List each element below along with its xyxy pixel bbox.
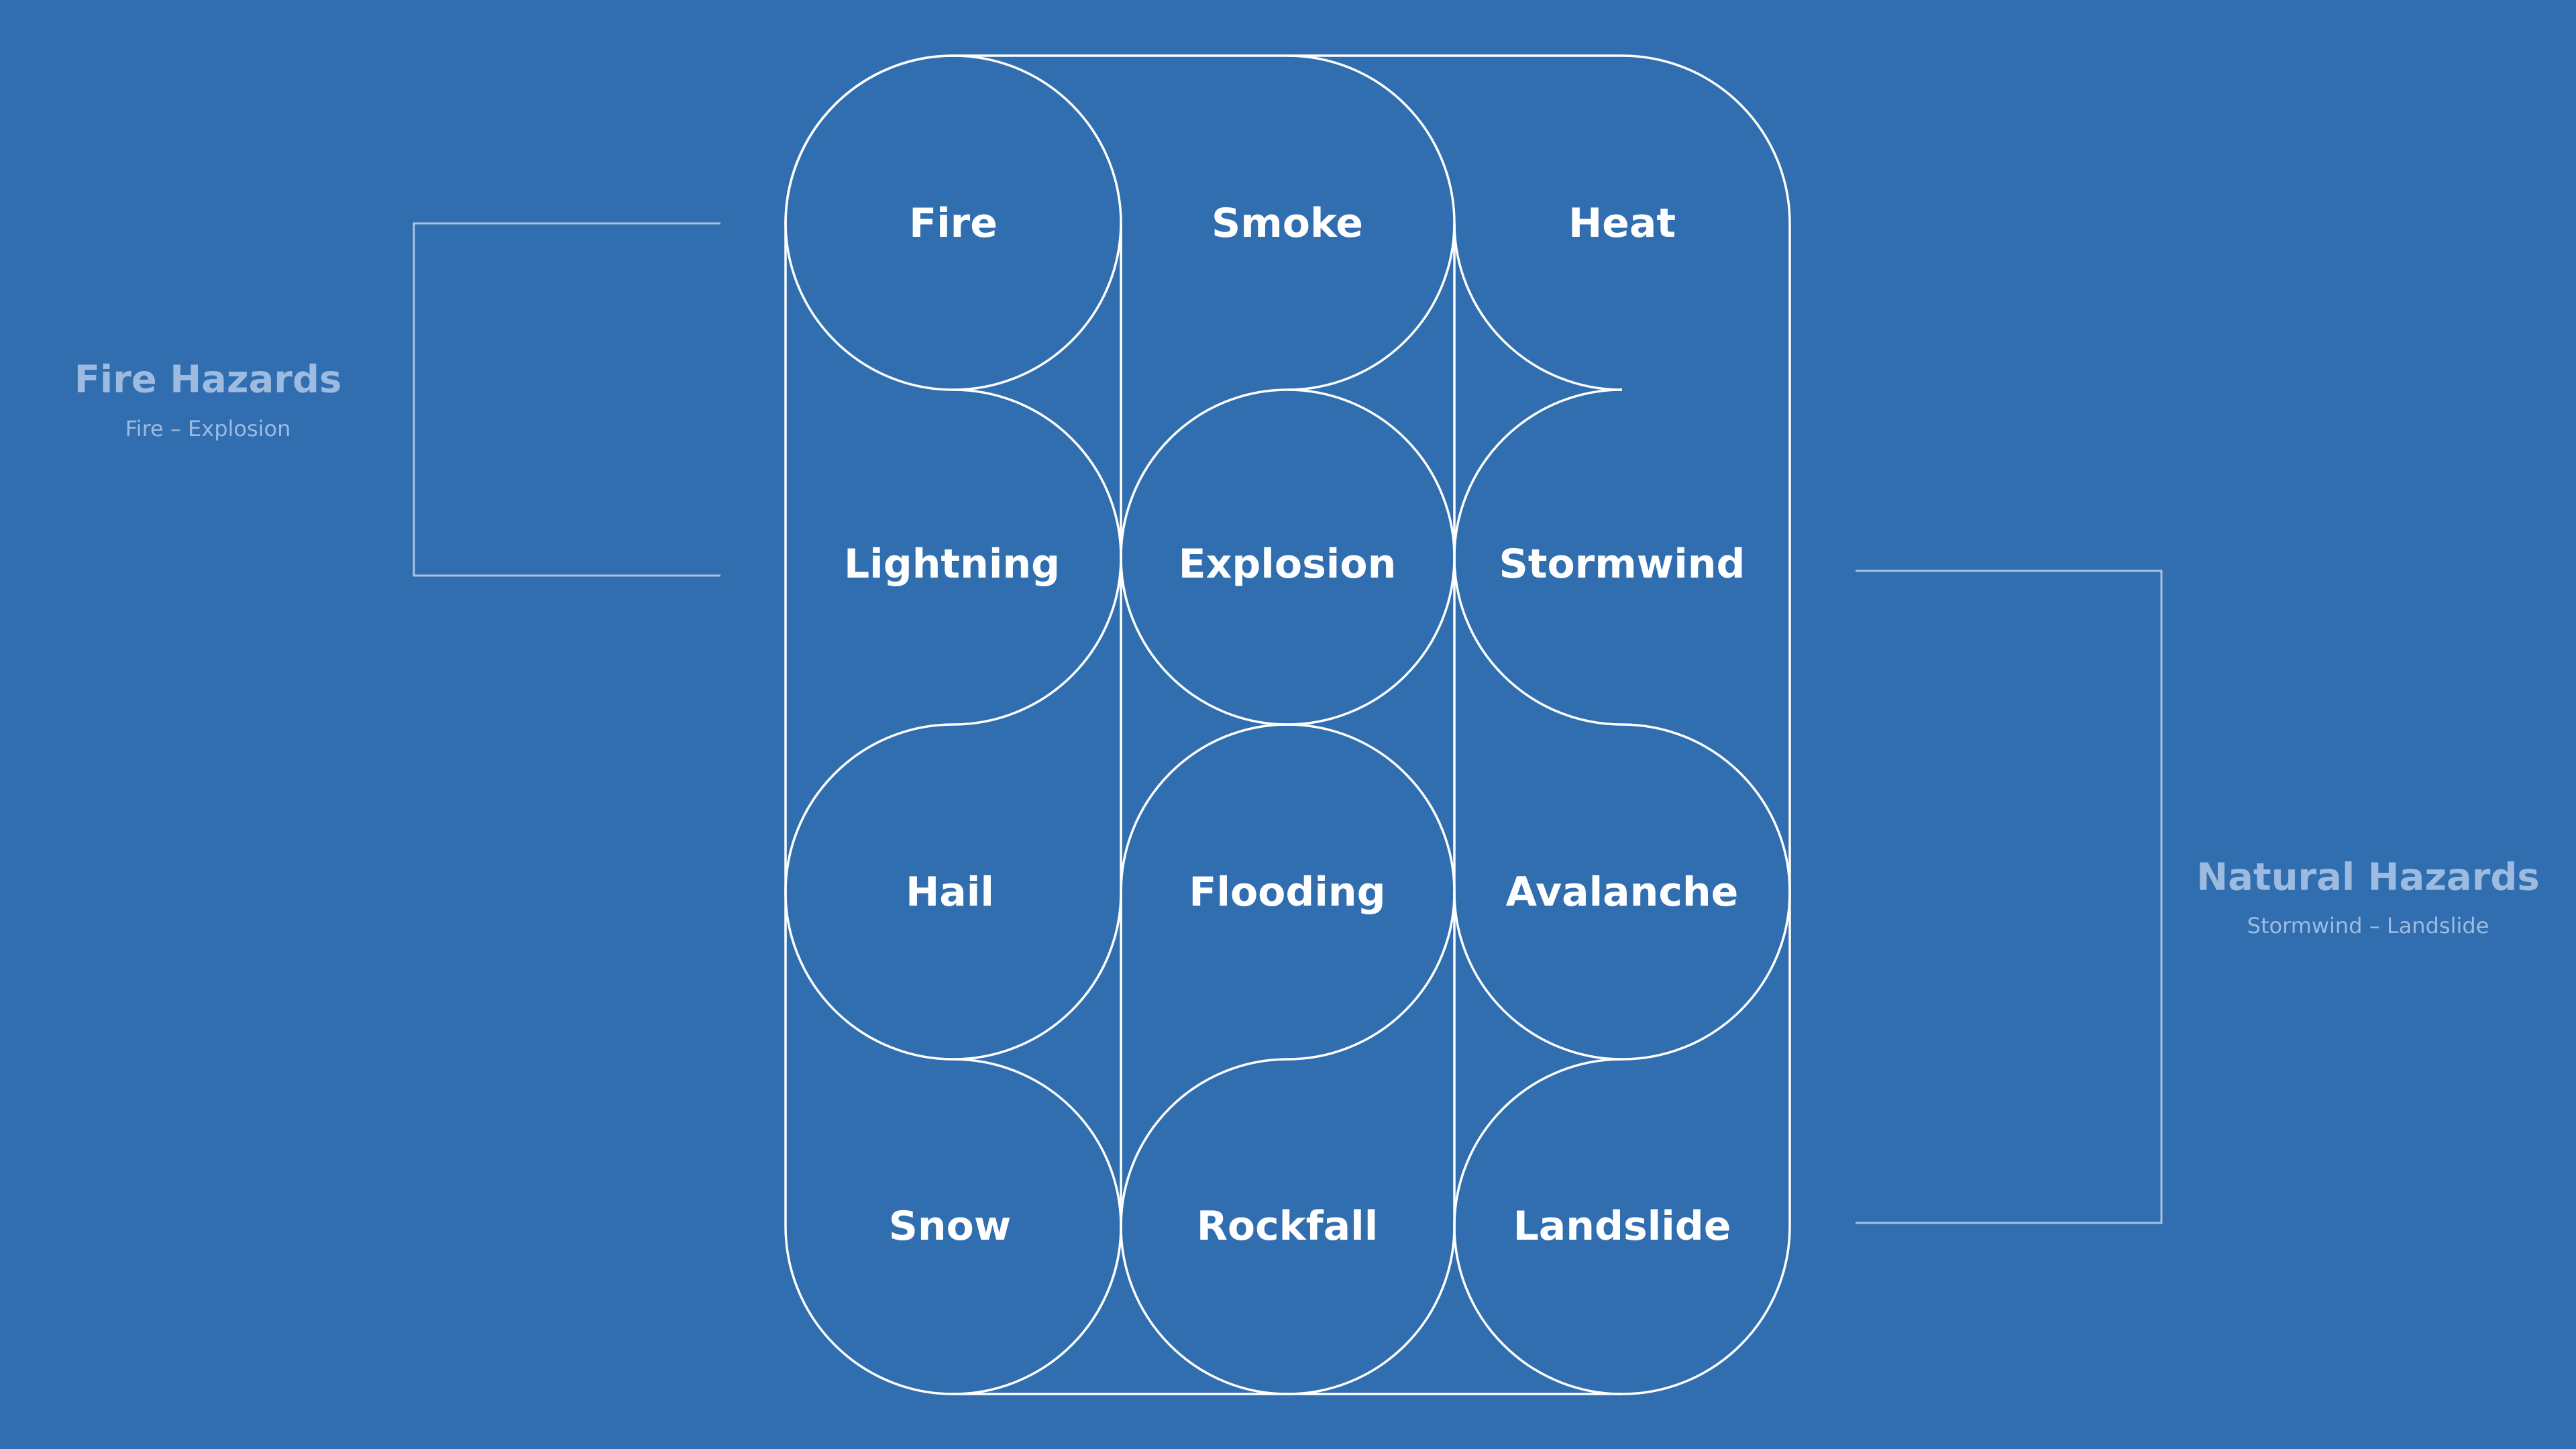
cell-label-heat: Heat [1568,200,1676,247]
cell-shape-heat [1453,223,1623,391]
natural-hazards-range: Stormwind – Landslide [2247,913,2489,938]
cell-label-flooding: Flooding [1189,869,1385,916]
cell-shape-rockfall [1120,1058,1456,1395]
cell-label-stormwind: Stormwind [1499,541,1746,588]
natural-hazards-title: Natural Hazards [2196,856,2539,900]
cell-label-landslide: Landslide [1513,1203,1731,1250]
cell-label-hail: Hail [906,869,994,916]
cell-label-explosion: Explosion [1179,541,1397,588]
cell-label-fire: Fire [909,200,998,247]
cell-label-rockfall: Rockfall [1197,1203,1379,1250]
fire-hazards-title: Fire Hazards [74,358,342,402]
fire-hazards-bracket [413,222,720,577]
cell-shape-hail [784,723,1122,1061]
fire-hazards-range: Fire – Explosion [125,416,291,441]
cell-shape-landslide [1453,1058,1623,1395]
natural-hazards-bracket [1856,570,2163,1224]
cell-label-lightning: Lightning [844,541,1060,588]
cell-label-smoke: Smoke [1212,200,1363,247]
cell-label-avalanche: Avalanche [1506,869,1739,916]
cell-shape-avalanche [1453,723,1791,1061]
cell-label-snow: Snow [889,1203,1012,1250]
cell-shape-stormwind [1453,388,1623,726]
